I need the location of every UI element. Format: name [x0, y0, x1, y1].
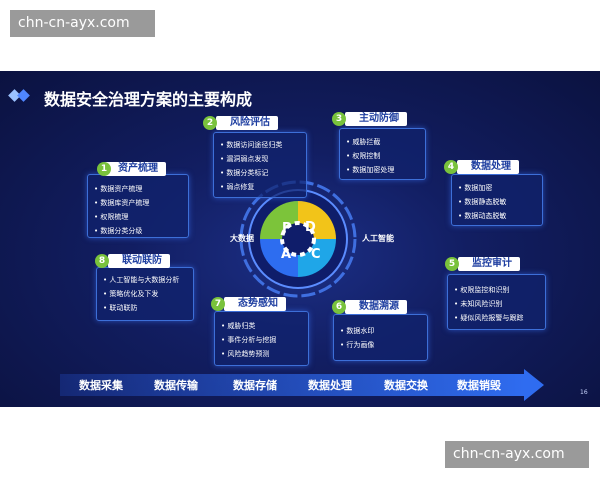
flow-stage-processing: 数据处理 — [308, 379, 352, 392]
card-item: 风险趋势预测 — [221, 347, 276, 361]
step-badge-7: 7 — [211, 297, 225, 311]
card-item: 弱点修复 — [220, 180, 282, 194]
card-joint-defense: 人工智能与大数据分析 策略优化及下发 联动联防 — [96, 267, 194, 321]
card-item: 策略优化及下发 — [103, 287, 179, 301]
center-label-ai: 人工智能 — [362, 234, 394, 243]
card-item: 数据资产梳理 — [94, 182, 149, 196]
card-item: 联动联防 — [103, 301, 179, 315]
watermark-top: chn-cn-ayx.com — [10, 10, 155, 37]
flow-stage-storage: 数据存储 — [233, 379, 277, 392]
pdca-letter-d: D — [305, 220, 316, 235]
watermark-bottom: chn-cn-ayx.com — [445, 441, 589, 468]
card-item: 权限监控和识别 — [454, 283, 523, 297]
card-item: 权限梳理 — [94, 210, 149, 224]
card-item: 数据动态脱敏 — [458, 209, 506, 223]
center-label-big-data: 大数据 — [230, 234, 254, 243]
title-diamond-icon — [8, 89, 38, 103]
card-item: 数据分类标记 — [220, 166, 282, 180]
card-monitoring-audit: 权限监控和识别 未知风险识别 疑似风险报警与跟踪 — [447, 274, 546, 330]
card-title-data-traceability: 数据溯源 — [345, 300, 407, 314]
step-badge-6: 6 — [332, 300, 346, 314]
step-badge-1: 1 — [97, 162, 111, 176]
slide-title: 数据安全治理方案的主要构成 — [44, 90, 253, 109]
presentation-slide: 数据安全治理方案的主要构成 P D C A 大数据 人工智能 数据资产梳理 数据… — [0, 71, 600, 407]
card-item: 数据加密处理 — [346, 163, 394, 177]
card-title-risk-assessment: 风险评估 — [216, 116, 278, 130]
step-badge-3: 3 — [332, 112, 346, 126]
card-title-situation-awareness: 态势感知 — [224, 297, 286, 311]
step-badge-2: 2 — [203, 116, 217, 130]
card-item: 数据访问途径归类 — [220, 138, 282, 152]
flow-stage-transmission: 数据传输 — [154, 379, 198, 392]
card-risk-assessment: 数据访问途径归类 漏洞弱点发现 数据分类标记 弱点修复 — [213, 132, 307, 198]
arrow-right-icon — [524, 369, 544, 401]
card-item: 漏洞弱点发现 — [220, 152, 282, 166]
card-item: 数据水印 — [340, 324, 374, 338]
card-data-traceability: 数据水印 行为画像 — [333, 314, 428, 361]
pdca-letter-p: P — [282, 221, 292, 236]
step-badge-4: 4 — [444, 160, 458, 174]
card-item: 威胁归类 — [221, 319, 276, 333]
slide-page-number: 16 — [580, 389, 588, 396]
card-title-data-processing: 数据处理 — [457, 160, 519, 174]
card-situation-awareness: 威胁归类 事件分析与挖掘 风险趋势预测 — [214, 311, 309, 366]
card-item: 威胁拦截 — [346, 135, 394, 149]
card-item: 数据加密 — [458, 181, 506, 195]
lifecycle-flow-bar — [60, 374, 525, 396]
card-item: 数据分类分级 — [94, 224, 149, 238]
card-item: 权限控制 — [346, 149, 394, 163]
card-data-processing: 数据加密 数据静态脱敏 数据动态脱敏 — [451, 174, 543, 226]
card-title-joint-defense: 联动联防 — [108, 254, 170, 268]
step-badge-8: 8 — [95, 254, 109, 268]
card-title-active-defense: 主动防御 — [345, 112, 407, 126]
step-badge-5: 5 — [445, 257, 459, 271]
card-item: 疑似风险报警与跟踪 — [454, 311, 523, 325]
card-item: 数据库资产梳理 — [94, 196, 149, 210]
card-active-defense: 威胁拦截 权限控制 数据加密处理 — [339, 128, 426, 180]
card-asset-sorting: 数据资产梳理 数据库资产梳理 权限梳理 数据分类分级 — [87, 174, 189, 238]
card-item: 行为画像 — [340, 338, 374, 352]
card-item: 未知风险识别 — [454, 297, 523, 311]
card-item: 事件分析与挖掘 — [221, 333, 276, 347]
card-title-monitoring-audit: 监控审计 — [458, 257, 520, 271]
card-item: 数据静态脱敏 — [458, 195, 506, 209]
pdca-letter-c: C — [311, 247, 321, 262]
flow-stage-collection: 数据采集 — [79, 379, 123, 392]
card-item: 人工智能与大数据分析 — [103, 273, 179, 287]
card-title-asset-sorting: 资产梳理 — [104, 162, 166, 176]
flow-stage-destruction: 数据销毁 — [457, 379, 501, 392]
pdca-letter-a: A — [281, 247, 291, 262]
pdca-gear-diagram: P D C A — [239, 180, 357, 298]
flow-stage-exchange: 数据交换 — [384, 379, 428, 392]
